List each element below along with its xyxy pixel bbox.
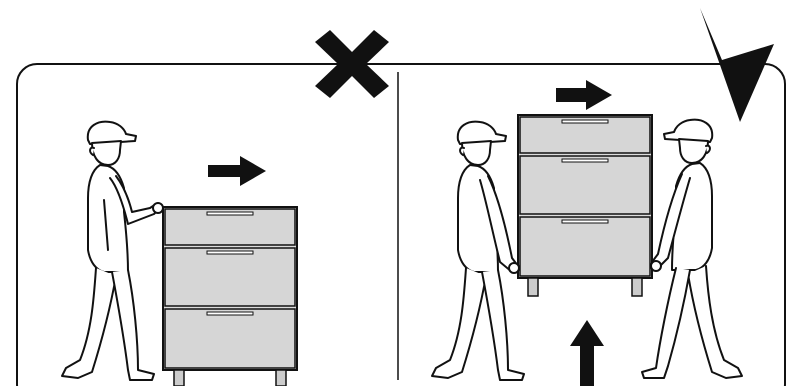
arrow-right-icon [556,80,612,110]
cabinet [163,207,297,386]
arrow-right-icon [208,156,266,186]
wrong-method-panel [62,30,389,386]
worker-lifting-left [432,122,524,380]
worker-lifting-right [642,120,742,378]
worker-pushing [62,122,163,380]
cabinet-lifted [518,115,652,296]
arrow-up-icon [570,320,604,386]
